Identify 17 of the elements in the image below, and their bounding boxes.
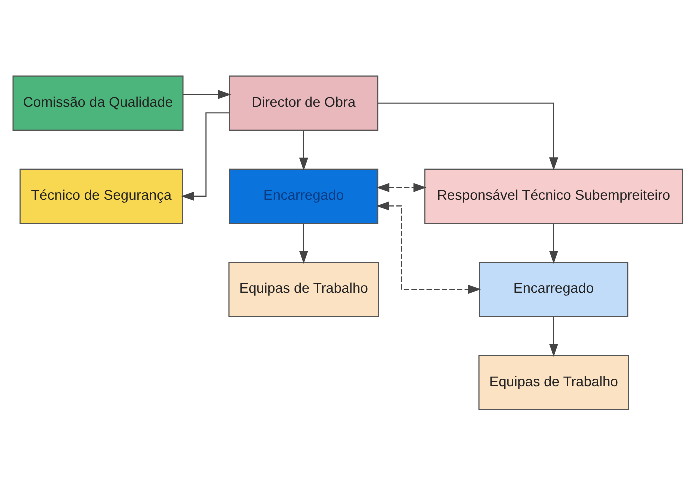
arrow (376, 202, 482, 294)
node-box: Responsável Técnico Subempreiteiro (424, 168, 684, 224)
node-box: Equipas de Trabalho (228, 262, 380, 318)
node-box: Comissão da Qualidade (12, 76, 184, 131)
arrow (299, 224, 308, 264)
node-box: Técnico de Segurança (20, 168, 184, 224)
arrow (183, 90, 232, 100)
node-box: Equipas de Trabalho (478, 355, 630, 410)
arrow (181, 112, 230, 202)
node-box: Encarregado (229, 168, 379, 224)
arrow (549, 316, 558, 358)
arrow (378, 102, 558, 171)
node-box: Encarregado (479, 262, 629, 318)
node-box: Director de Obra (229, 76, 379, 131)
arrow (299, 130, 308, 171)
arrow (549, 224, 558, 264)
arrow (376, 183, 427, 192)
